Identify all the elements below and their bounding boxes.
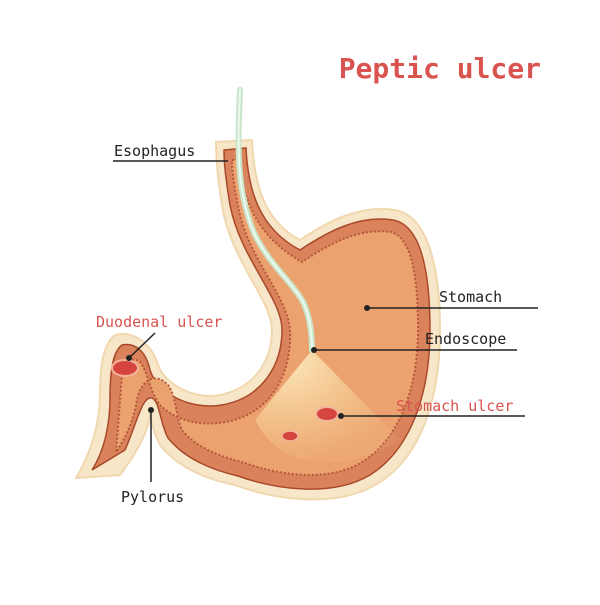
duodenal-ulcer-spot [111,359,139,377]
label-stomach-ulcer: Stomach ulcer [396,397,513,415]
diagram-title: Peptic ulcer [339,52,541,85]
label-endoscope: Endoscope [425,330,506,348]
leader-stomach-ulcer [338,413,525,419]
leader-stomach [364,305,538,311]
stomach-ulcer-spot-2 [281,430,299,442]
stomach-ulcer-spot-1 [315,406,339,422]
endoscope-tube-highlight [237,89,313,351]
label-duodenal-ulcer: Duodenal ulcer [96,313,222,331]
leader-pylorus [148,407,154,482]
label-pylorus: Pylorus [121,488,184,506]
label-stomach: Stomach [439,288,502,306]
label-esophagus: Esophagus [114,142,195,160]
leader-endoscope [311,347,517,353]
leader-duodenal-ulcer [126,332,156,361]
